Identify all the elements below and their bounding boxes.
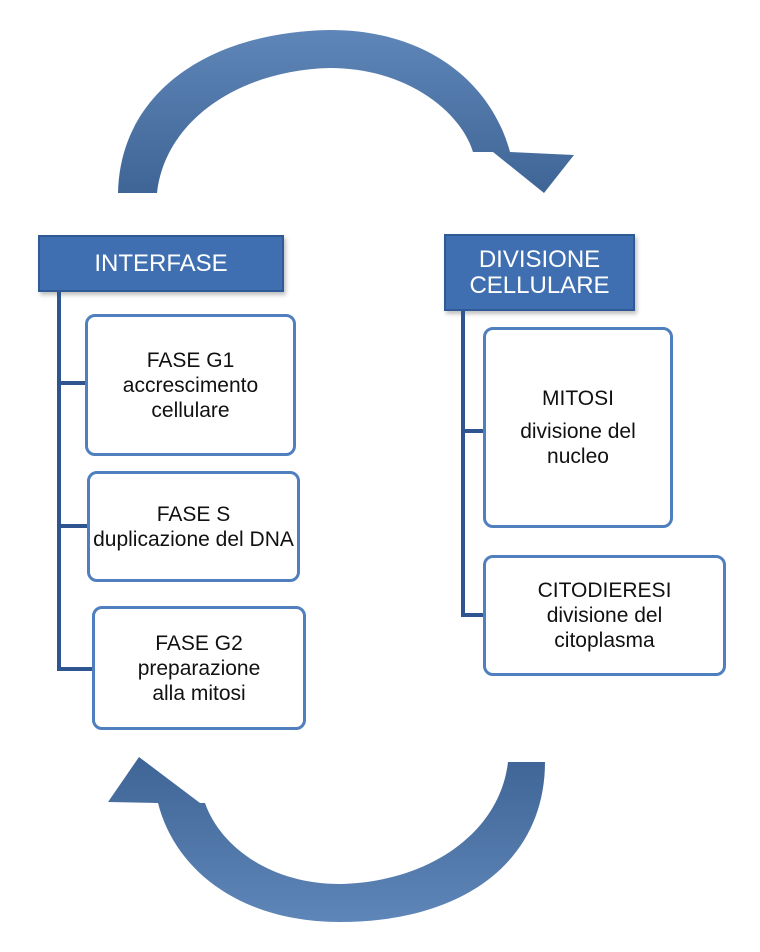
- phase-s-name: FASE S: [156, 502, 231, 526]
- phase-citodieresi-desc: divisione del citoplasma: [546, 604, 663, 652]
- phase-g2-name: FASE G2: [155, 631, 243, 655]
- interfase-header: INTERFASE: [38, 235, 284, 292]
- phase-mitosi-name: MITOSI: [542, 387, 614, 410]
- phase-g1-desc: accrescimento cellulare: [122, 373, 259, 422]
- phase-s-box: FASE S duplicazione del DNA: [87, 471, 300, 582]
- phase-citodieresi-box: CITODIERESI divisione del citoplasma: [483, 555, 726, 676]
- arrow-bottom: [108, 757, 545, 922]
- interfase-title: INTERFASE: [94, 249, 228, 277]
- connector-g2: [57, 667, 94, 671]
- phase-citodieresi-name: CITODIERESI: [537, 579, 672, 602]
- phase-s-desc: duplicazione del DNA: [93, 527, 294, 551]
- phase-g1-name: FASE G1: [146, 348, 235, 372]
- phase-mitosi-desc: divisione del nucleo: [520, 420, 636, 468]
- phase-g2-desc: preparazione alla mitosi: [137, 656, 261, 705]
- arrow-top: [118, 30, 574, 193]
- connector-mitosi: [461, 429, 486, 433]
- connector-citodieresi: [461, 613, 486, 617]
- interfase-connector-vertical: [57, 292, 61, 671]
- divisione-title: DIVISIONE CELLULARE: [469, 245, 610, 299]
- divisione-header: DIVISIONE CELLULARE: [444, 234, 635, 311]
- connector-g1: [57, 381, 87, 385]
- connector-s: [57, 524, 89, 528]
- phase-g1-box: FASE G1 accrescimento cellulare: [85, 314, 296, 456]
- divisione-connector-vertical: [461, 311, 465, 616]
- phase-mitosi-box: MITOSI divisione del nucleo: [483, 327, 673, 528]
- phase-g2-box: FASE G2 preparazione alla mitosi: [92, 606, 306, 730]
